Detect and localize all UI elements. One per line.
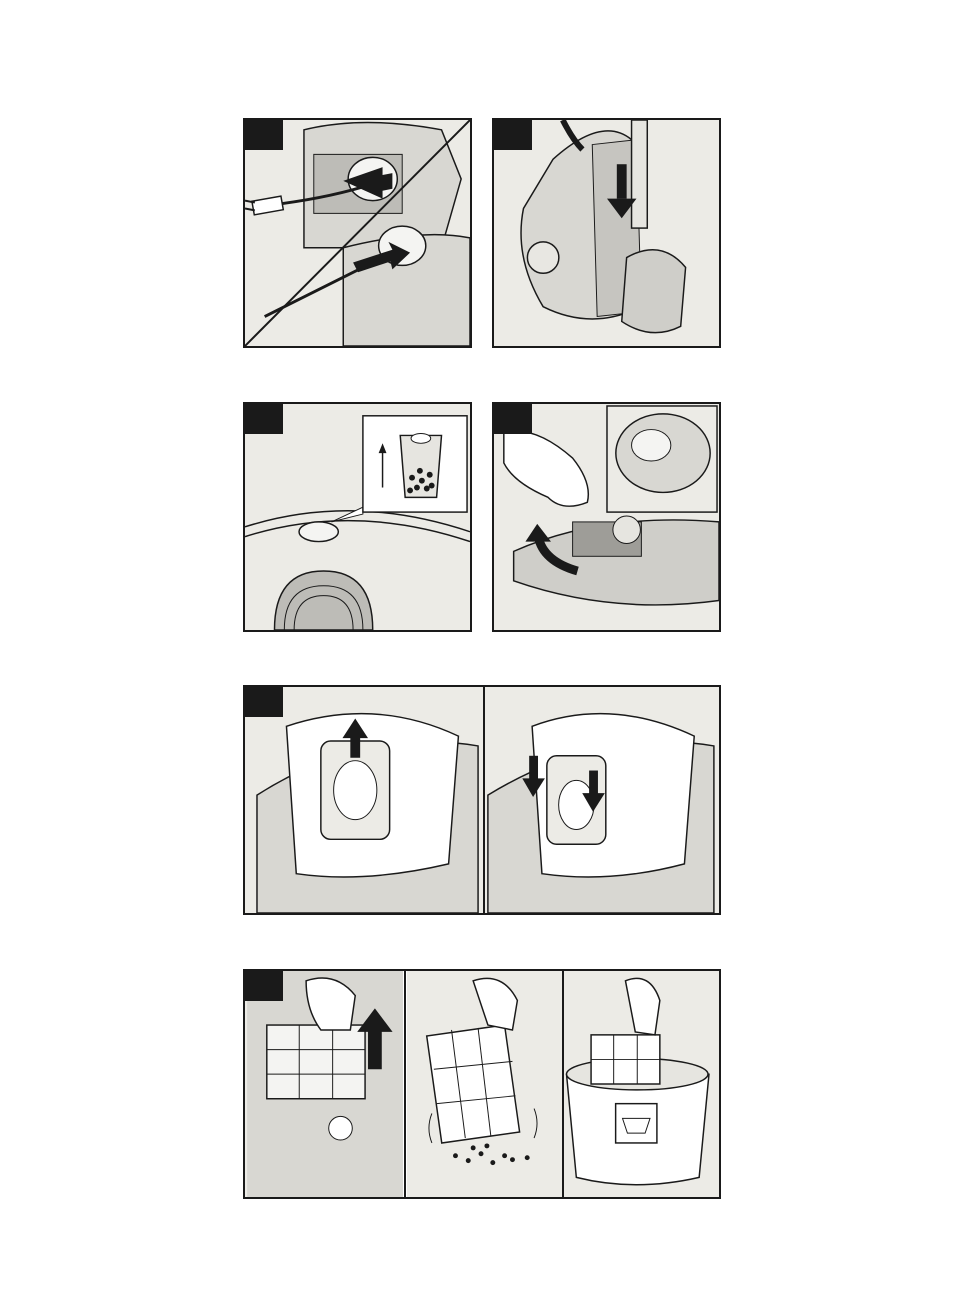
cord-rewind-illustration — [245, 120, 470, 346]
parking-tube-illustration — [494, 120, 719, 346]
bag-full-indicator-icon — [400, 433, 441, 497]
step-number-tab — [494, 404, 532, 434]
panel-divider — [562, 971, 564, 1197]
panel-open-lid — [492, 402, 721, 632]
bag-indicator-illustration — [245, 404, 470, 630]
panel-cord-rewind — [243, 118, 472, 348]
step-number-tab — [494, 120, 532, 150]
hand-icon — [504, 431, 588, 506]
panel-filter-clean — [243, 969, 721, 1199]
panel-bag-indicator — [243, 402, 472, 632]
dust-bag-icon — [286, 714, 458, 877]
panel-divider — [483, 687, 485, 913]
step-number-tab — [245, 687, 283, 717]
filter-clean-illustration — [245, 971, 719, 1197]
bag-change-illustration — [245, 687, 719, 913]
step-number-tab — [245, 971, 283, 1001]
panel-bag-change — [243, 685, 721, 915]
panel-divider — [404, 971, 406, 1197]
step-number-tab — [245, 404, 283, 434]
filter-icon — [267, 1025, 365, 1099]
plug-icon — [245, 196, 283, 215]
open-lid-illustration — [494, 404, 719, 630]
step-number-tab — [245, 120, 283, 150]
vacuum-body-icon — [521, 120, 641, 319]
panel-parking-tube — [492, 118, 721, 348]
